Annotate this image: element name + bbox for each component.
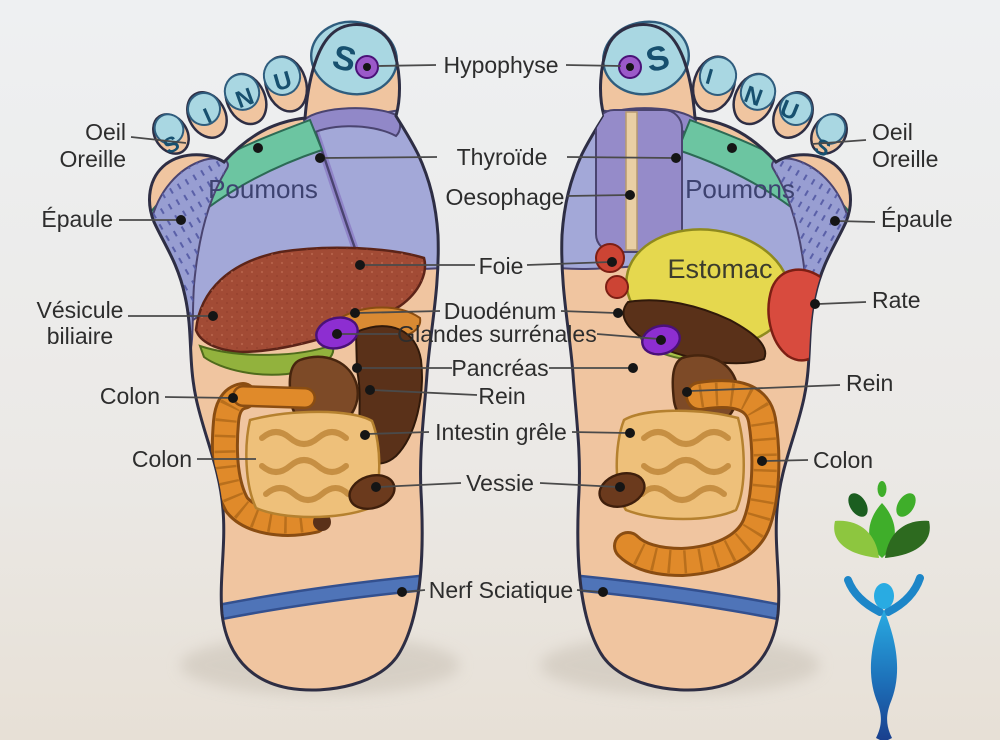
marker-dot [176, 215, 186, 225]
label-vesicule-line2: biliaire [47, 323, 113, 349]
leader-line [689, 384, 841, 392]
label-oreille-right: Oreille [872, 146, 938, 172]
label-thyroide: Thyroïde [457, 144, 548, 170]
marker-dot [656, 335, 666, 345]
marker-dot [628, 363, 638, 373]
label-nerf-sciatique: Nerf Sciatique [429, 577, 573, 603]
label-glandes-surrenales: Glandes surrénales [397, 321, 596, 347]
marker-dot [613, 308, 623, 318]
leader-line [526, 261, 611, 266]
logo-figure-icon [844, 574, 924, 740]
label-oesophage: Oesophage [446, 184, 565, 210]
logo-leaves-icon [834, 481, 930, 558]
zone-estomac: Estomac [667, 254, 772, 284]
label-epaule-left: Épaule [41, 206, 113, 232]
label-colon-right: Colon [813, 447, 873, 473]
leader-line [817, 301, 867, 305]
marker-dot [757, 456, 767, 466]
label-rein-center: Rein [478, 383, 525, 409]
leader-line [371, 389, 478, 396]
marker-dot [228, 393, 238, 403]
label-foie: Foie [479, 253, 524, 279]
leader-line [321, 156, 438, 159]
marker-dot [363, 63, 371, 71]
leader-line [377, 482, 462, 488]
label-oreille-left: Oreille [60, 146, 126, 172]
leader-line [764, 459, 809, 462]
leader-line [596, 333, 660, 340]
label-vesicule-line1: Vésicule [37, 297, 124, 323]
label-duodenum: Duodénum [444, 298, 557, 324]
marker-dot [315, 153, 325, 163]
marker-dot [371, 482, 381, 492]
leader-line [366, 431, 430, 435]
label-vessie: Vessie [466, 470, 534, 496]
marker-dot [615, 482, 625, 492]
leader-line [811, 139, 867, 145]
label-intestin-grele: Intestin grêle [435, 419, 567, 445]
leader-line [566, 156, 675, 159]
marker-dot [253, 143, 263, 153]
label-oeil-left: Oeil [85, 119, 126, 145]
leader-line [403, 589, 426, 593]
leader-line [356, 310, 441, 314]
label-rein-right: Rein [846, 370, 893, 396]
leader-line [377, 64, 437, 67]
marker-dot [397, 587, 407, 597]
label-colon-left-2: Colon [132, 446, 192, 472]
marker-dot [830, 216, 840, 226]
leader-lines [119, 64, 876, 593]
marker-dot [727, 143, 737, 153]
label-oeil-right: Oeil [872, 119, 913, 145]
leader-line [164, 396, 236, 399]
marker-dot [350, 308, 360, 318]
marker-dot [352, 363, 362, 373]
marker-dot [360, 430, 370, 440]
marker-dot [598, 587, 608, 597]
marker-dot [810, 299, 820, 309]
marker-dot [332, 329, 342, 339]
leader-line [560, 310, 617, 314]
marker-dot [682, 387, 692, 397]
label-pancreas: Pancréas [451, 355, 548, 381]
zone-poumons-left: Poumons [208, 174, 318, 204]
leader-line [571, 431, 629, 434]
label-hypophyse: Hypophyse [443, 52, 558, 78]
leader-line [836, 220, 876, 223]
leader-line [576, 589, 602, 593]
marker-dot [626, 63, 634, 71]
marker-dots [176, 63, 840, 597]
label-epaule-right: Épaule [881, 206, 953, 232]
label-rate: Rate [872, 287, 921, 313]
zone-poumons-right: Poumons [685, 174, 795, 204]
marker-dot [625, 190, 635, 200]
marker-dot [355, 260, 365, 270]
marker-dot [671, 153, 681, 163]
marker-dot [208, 311, 218, 321]
label-colon-left-1: Colon [100, 383, 160, 409]
leader-line [566, 194, 629, 197]
leader-line [130, 136, 187, 144]
logo [834, 481, 930, 740]
marker-dot [365, 385, 375, 395]
leader-line [539, 482, 619, 488]
marker-dot [625, 428, 635, 438]
labels: Hypophyse Oeil Oreille Oeil Oreille Thyr… [37, 52, 953, 603]
marker-dot [607, 257, 617, 267]
leader-line [565, 64, 622, 67]
